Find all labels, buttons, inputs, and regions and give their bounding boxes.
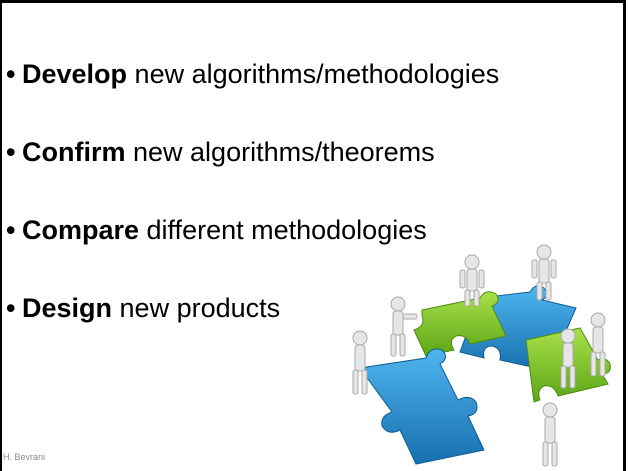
bullet-item: •Develop new algorithms/methodologies bbox=[6, 54, 499, 132]
bullet-marker: • bbox=[6, 215, 16, 245]
bullet-keyword: Design bbox=[22, 293, 113, 323]
footer-author: H. Bevrani bbox=[3, 452, 46, 462]
bullet-keyword: Confirm bbox=[22, 137, 126, 167]
bullet-text: new algorithms/methodologies bbox=[127, 59, 500, 89]
blue-puzzle-piece-front bbox=[359, 348, 485, 465]
bullet-text: new products bbox=[112, 293, 281, 323]
green-puzzle-piece-left bbox=[413, 291, 507, 357]
bullet-marker: • bbox=[6, 137, 16, 167]
bullet-list: •Develop new algorithms/methodologies •C… bbox=[6, 54, 499, 366]
bullet-text: new algorithms/theorems bbox=[125, 137, 435, 167]
bullet-item: •Confirm new algorithms/theorems bbox=[6, 132, 499, 210]
bullet-text: different methodologies bbox=[139, 215, 427, 245]
bullet-item: •Design new products bbox=[6, 288, 499, 366]
bullet-marker: • bbox=[6, 59, 16, 89]
puzzle-teamwork-figures-icon bbox=[352, 244, 611, 467]
bullet-keyword: Compare bbox=[22, 215, 140, 245]
bullet-marker: • bbox=[6, 293, 16, 323]
bullet-keyword: Develop bbox=[22, 59, 128, 89]
bullet-item: •Compare different methodologies bbox=[6, 210, 499, 288]
